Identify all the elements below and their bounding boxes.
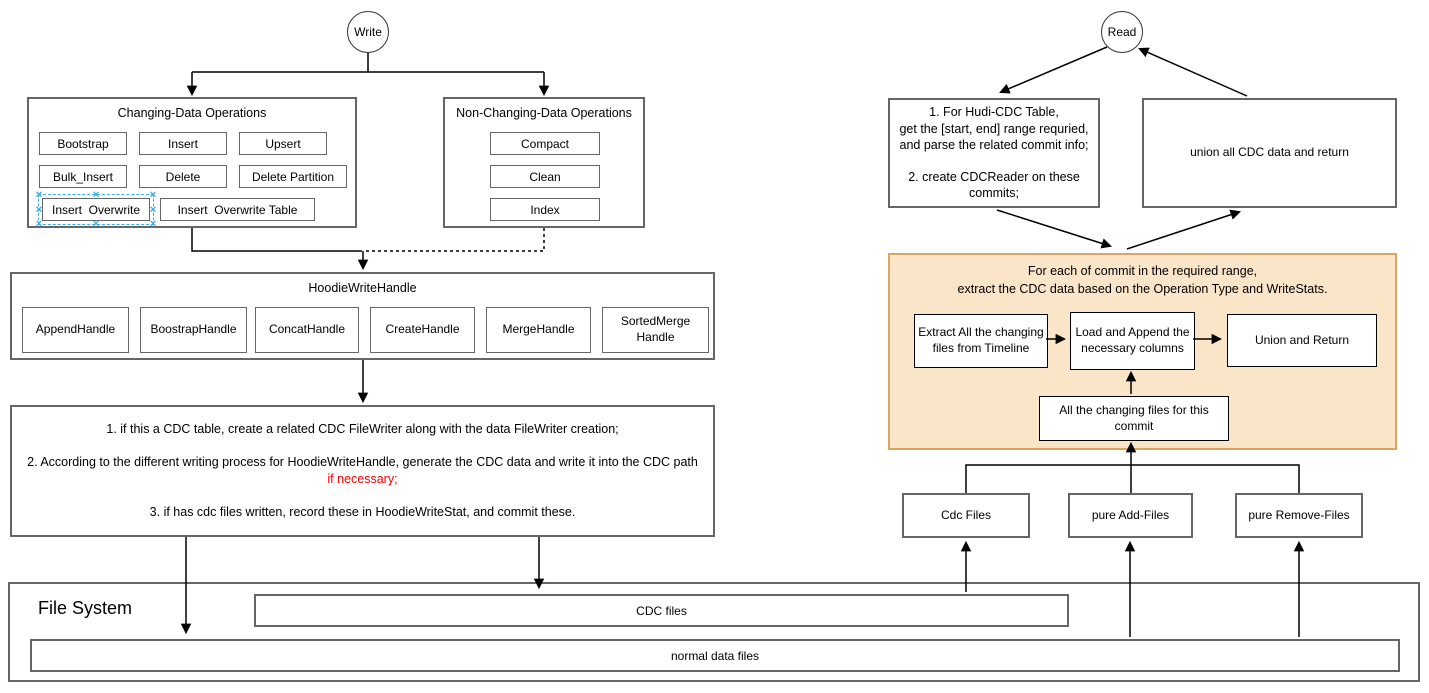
op-index[interactable]: Index [490,198,600,221]
if-necessary-warning: if necessary; [327,472,398,486]
read-prepare-line3: and parse the related commit info; [899,138,1089,153]
op-insert[interactable]: Insert [139,132,227,155]
load-append-columns-box[interactable]: Load and Append the necessary columns [1070,312,1195,370]
file-system-title: File System [38,598,133,618]
op-insert-overwrite-selected[interactable]: Insert Overwrite [42,198,150,221]
append-handle-box[interactable]: AppendHandle [22,307,129,353]
edge-filebox-bus [965,464,1300,493]
write-step-3: 3. if has cdc files written, record thes… [149,504,576,519]
selection-handle-icon[interactable]: ✕ [149,204,157,214]
normal-data-files-bar[interactable]: normal data files [30,639,1400,672]
selection-handle-icon[interactable]: ✕ [149,189,157,200]
pure-remove-files-box[interactable]: pure Remove-Files [1235,493,1363,538]
write-start-node[interactable]: Write [347,11,389,53]
op-delete[interactable]: Delete [139,165,227,188]
write-step-2: 2. According to the different writing pr… [27,454,698,487]
op-delete-partition[interactable]: Delete Partition [239,165,347,188]
union-all-cdc-box[interactable]: union all CDC data and return [1142,98,1397,208]
all-changing-files-box[interactable]: All the changing files for this commit [1039,396,1229,441]
op-upsert[interactable]: Upsert [239,132,327,155]
read-prepare-box[interactable]: 1. For Hudi-CDC Table, get the [start, e… [888,98,1100,208]
extract-changing-files-box[interactable]: Extract All the changing files from Time… [914,314,1048,368]
edge-read-to-prepare [999,46,1108,94]
non-changing-data-operations-box[interactable]: Non-Changing-Data Operations Compact Cle… [443,97,645,228]
changing-data-operations-box[interactable]: Changing-Data Operations Bootstrap Inser… [27,97,357,228]
write-step-1: 1. if this a CDC table, create a related… [106,422,619,436]
file-system-box[interactable]: File System CDC files normal data files [8,582,1420,682]
op-compact[interactable]: Compact [490,132,600,155]
op-bootstrap[interactable]: Bootstrap [39,132,127,155]
op-clean[interactable]: Clean [490,165,600,188]
hoodie-write-handle-title: HoodieWriteHandle [308,281,417,295]
edge-nonchanging-to-junction-dashed [366,228,545,252]
edge-prepare-to-percommit [996,209,1113,249]
edge-write-split [192,53,544,73]
write-steps-box[interactable]: 1. if this a CDC table, create a related… [10,405,715,537]
non-changing-data-operations-title: Non-Changing-Data Operations [456,106,632,120]
read-prepare-line2: get the [start, end] range requried, [899,121,1089,136]
cdc-files-box[interactable]: Cdc Files [902,493,1030,538]
hoodie-write-handle-box[interactable]: HoodieWriteHandle AppendHandle BoostrapH… [10,272,715,360]
create-handle-box[interactable]: CreateHandle [370,307,475,353]
write-start-label: Write [354,25,382,39]
boostrap-handle-box[interactable]: BoostrapHandle [140,307,247,353]
read-prepare-line1: 1. For Hudi-CDC Table, [929,105,1059,120]
union-and-return-box[interactable]: Union and Return [1227,314,1377,367]
edge-changing-to-junction [191,228,362,252]
edge-percommit-to-union [1126,209,1241,250]
read-start-node[interactable]: Read [1101,11,1143,53]
per-commit-extract-box[interactable]: For each of commit in the required range… [888,253,1397,450]
concat-handle-box[interactable]: ConcatHandle [255,307,359,353]
edge-union-to-read [1138,47,1248,97]
read-start-label: Read [1107,25,1137,39]
sorted-merge-handle-box[interactable]: SortedMerge Handle [602,307,709,353]
pure-add-files-box[interactable]: pure Add-Files [1068,493,1193,538]
op-bulk-insert[interactable]: Bulk_Insert [39,165,127,188]
merge-handle-box[interactable]: MergeHandle [486,307,591,353]
changing-data-operations-title: Changing-Data Operations [117,106,267,120]
per-commit-title: For each of commit in the required range… [957,264,1328,296]
selection-handle-icon[interactable]: ✕ [149,218,157,229]
cdc-files-bar[interactable]: CDC files [254,594,1069,627]
read-prepare-line4: 2. create CDCReader on these commits; [908,169,1080,201]
op-insert-overwrite-table[interactable]: Insert Overwrite Table [160,198,315,221]
